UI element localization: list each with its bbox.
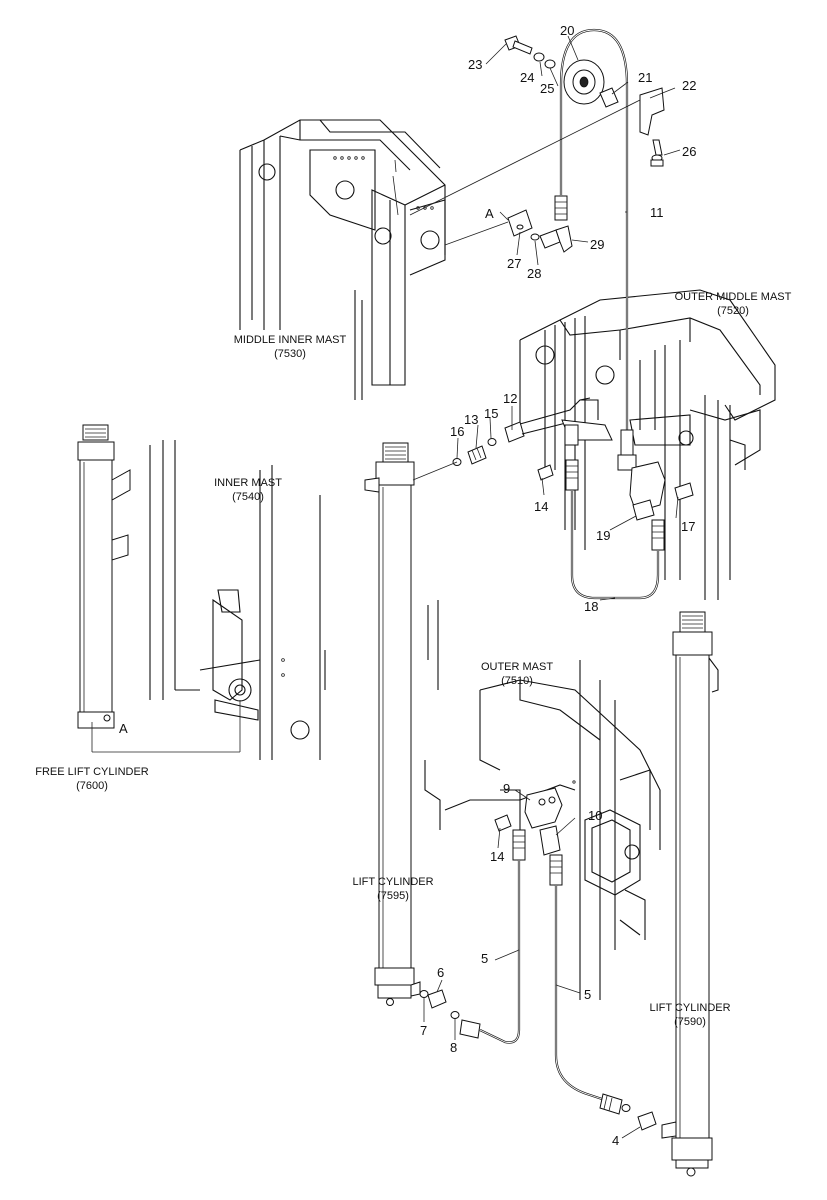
outer-mast-code: (7510)	[501, 675, 533, 687]
lift-cylinder-7590	[661, 611, 719, 1177]
callout-28: 28	[527, 266, 541, 281]
callout-9: 9	[503, 781, 510, 796]
reference-a-top: A	[485, 206, 494, 221]
inner-mast-code: (7540)	[232, 491, 264, 503]
inner-mast-drawing	[149, 440, 326, 760]
callout-8: 8	[450, 1040, 457, 1055]
callout-18: 18	[584, 599, 598, 614]
lift-cylinder-7595-code: (7595)	[377, 890, 409, 902]
upper-fittings	[452, 397, 694, 551]
callout-4: 4	[612, 1133, 619, 1148]
free-lift-cylinder	[77, 424, 131, 729]
callout-16: 16	[450, 424, 464, 439]
callout-24: 24	[520, 70, 534, 85]
free-lift-cylinder-label: FREE LIFT CYLINDER	[35, 766, 149, 778]
callout-19: 19	[596, 528, 610, 543]
lower-valve	[494, 780, 576, 886]
outer-mast-label: OUTER MAST	[481, 661, 553, 673]
callout-29: 29	[590, 237, 604, 252]
callout-20: 20	[560, 23, 574, 38]
callout-25: 25	[540, 81, 554, 96]
callout-12: 12	[503, 391, 517, 406]
callout-14-upper: 14	[534, 499, 548, 514]
leader-lines	[91, 35, 681, 1139]
lift-cylinder-7595	[364, 442, 421, 1006]
callout-22: 22	[682, 78, 696, 93]
lift-cylinder-7590-label: LIFT CYLINDER	[649, 1002, 730, 1014]
lower-small-fittings	[419, 989, 657, 1131]
callout-6: 6	[437, 965, 444, 980]
assembly-labels: MIDDLE INNER MAST (7530) OUTER MIDDLE MA…	[35, 206, 791, 1028]
outer-middle-mast-label: OUTER MIDDLE MAST	[675, 291, 792, 303]
callout-7: 7	[420, 1023, 427, 1038]
callout-21: 21	[638, 70, 652, 85]
hose-18	[570, 490, 660, 600]
callout-5-left: 5	[481, 951, 488, 966]
inner-mast-label: INNER MAST	[214, 477, 282, 489]
outer-mast-drawing	[424, 600, 661, 1000]
outer-middle-mast-drawing	[519, 289, 776, 600]
callout-13: 13	[464, 412, 478, 427]
callout-15: 15	[484, 406, 498, 421]
callout-26: 26	[682, 144, 696, 159]
callout-11: 11	[650, 205, 664, 220]
lower-hoses	[459, 860, 623, 1115]
middle-inner-mast-label: MIDDLE INNER MAST	[234, 334, 347, 346]
reference-a-bottom: A	[119, 721, 128, 736]
lift-cylinder-7590-code: (7590)	[674, 1016, 706, 1028]
middle-inner-mast-drawing	[239, 119, 446, 400]
callout-27: 27	[507, 256, 521, 271]
callout-14-lower: 14	[490, 849, 504, 864]
part-number-callouts: 23 24 25 20 21 22 26 11 27 28 29 12 13 1…	[420, 23, 696, 1148]
hose-11	[559, 28, 637, 471]
outer-middle-mast-code: (7520)	[717, 305, 749, 317]
free-lift-cylinder-code: (7600)	[76, 780, 108, 792]
lift-cylinder-7595-label: LIFT CYLINDER	[352, 876, 433, 888]
middle-inner-mast-code: (7530)	[274, 348, 306, 360]
sheave-assembly	[504, 35, 665, 253]
callout-10: 10	[588, 808, 602, 823]
callout-23: 23	[468, 57, 482, 72]
callout-17: 17	[681, 519, 695, 534]
callout-5-right: 5	[584, 987, 591, 1002]
